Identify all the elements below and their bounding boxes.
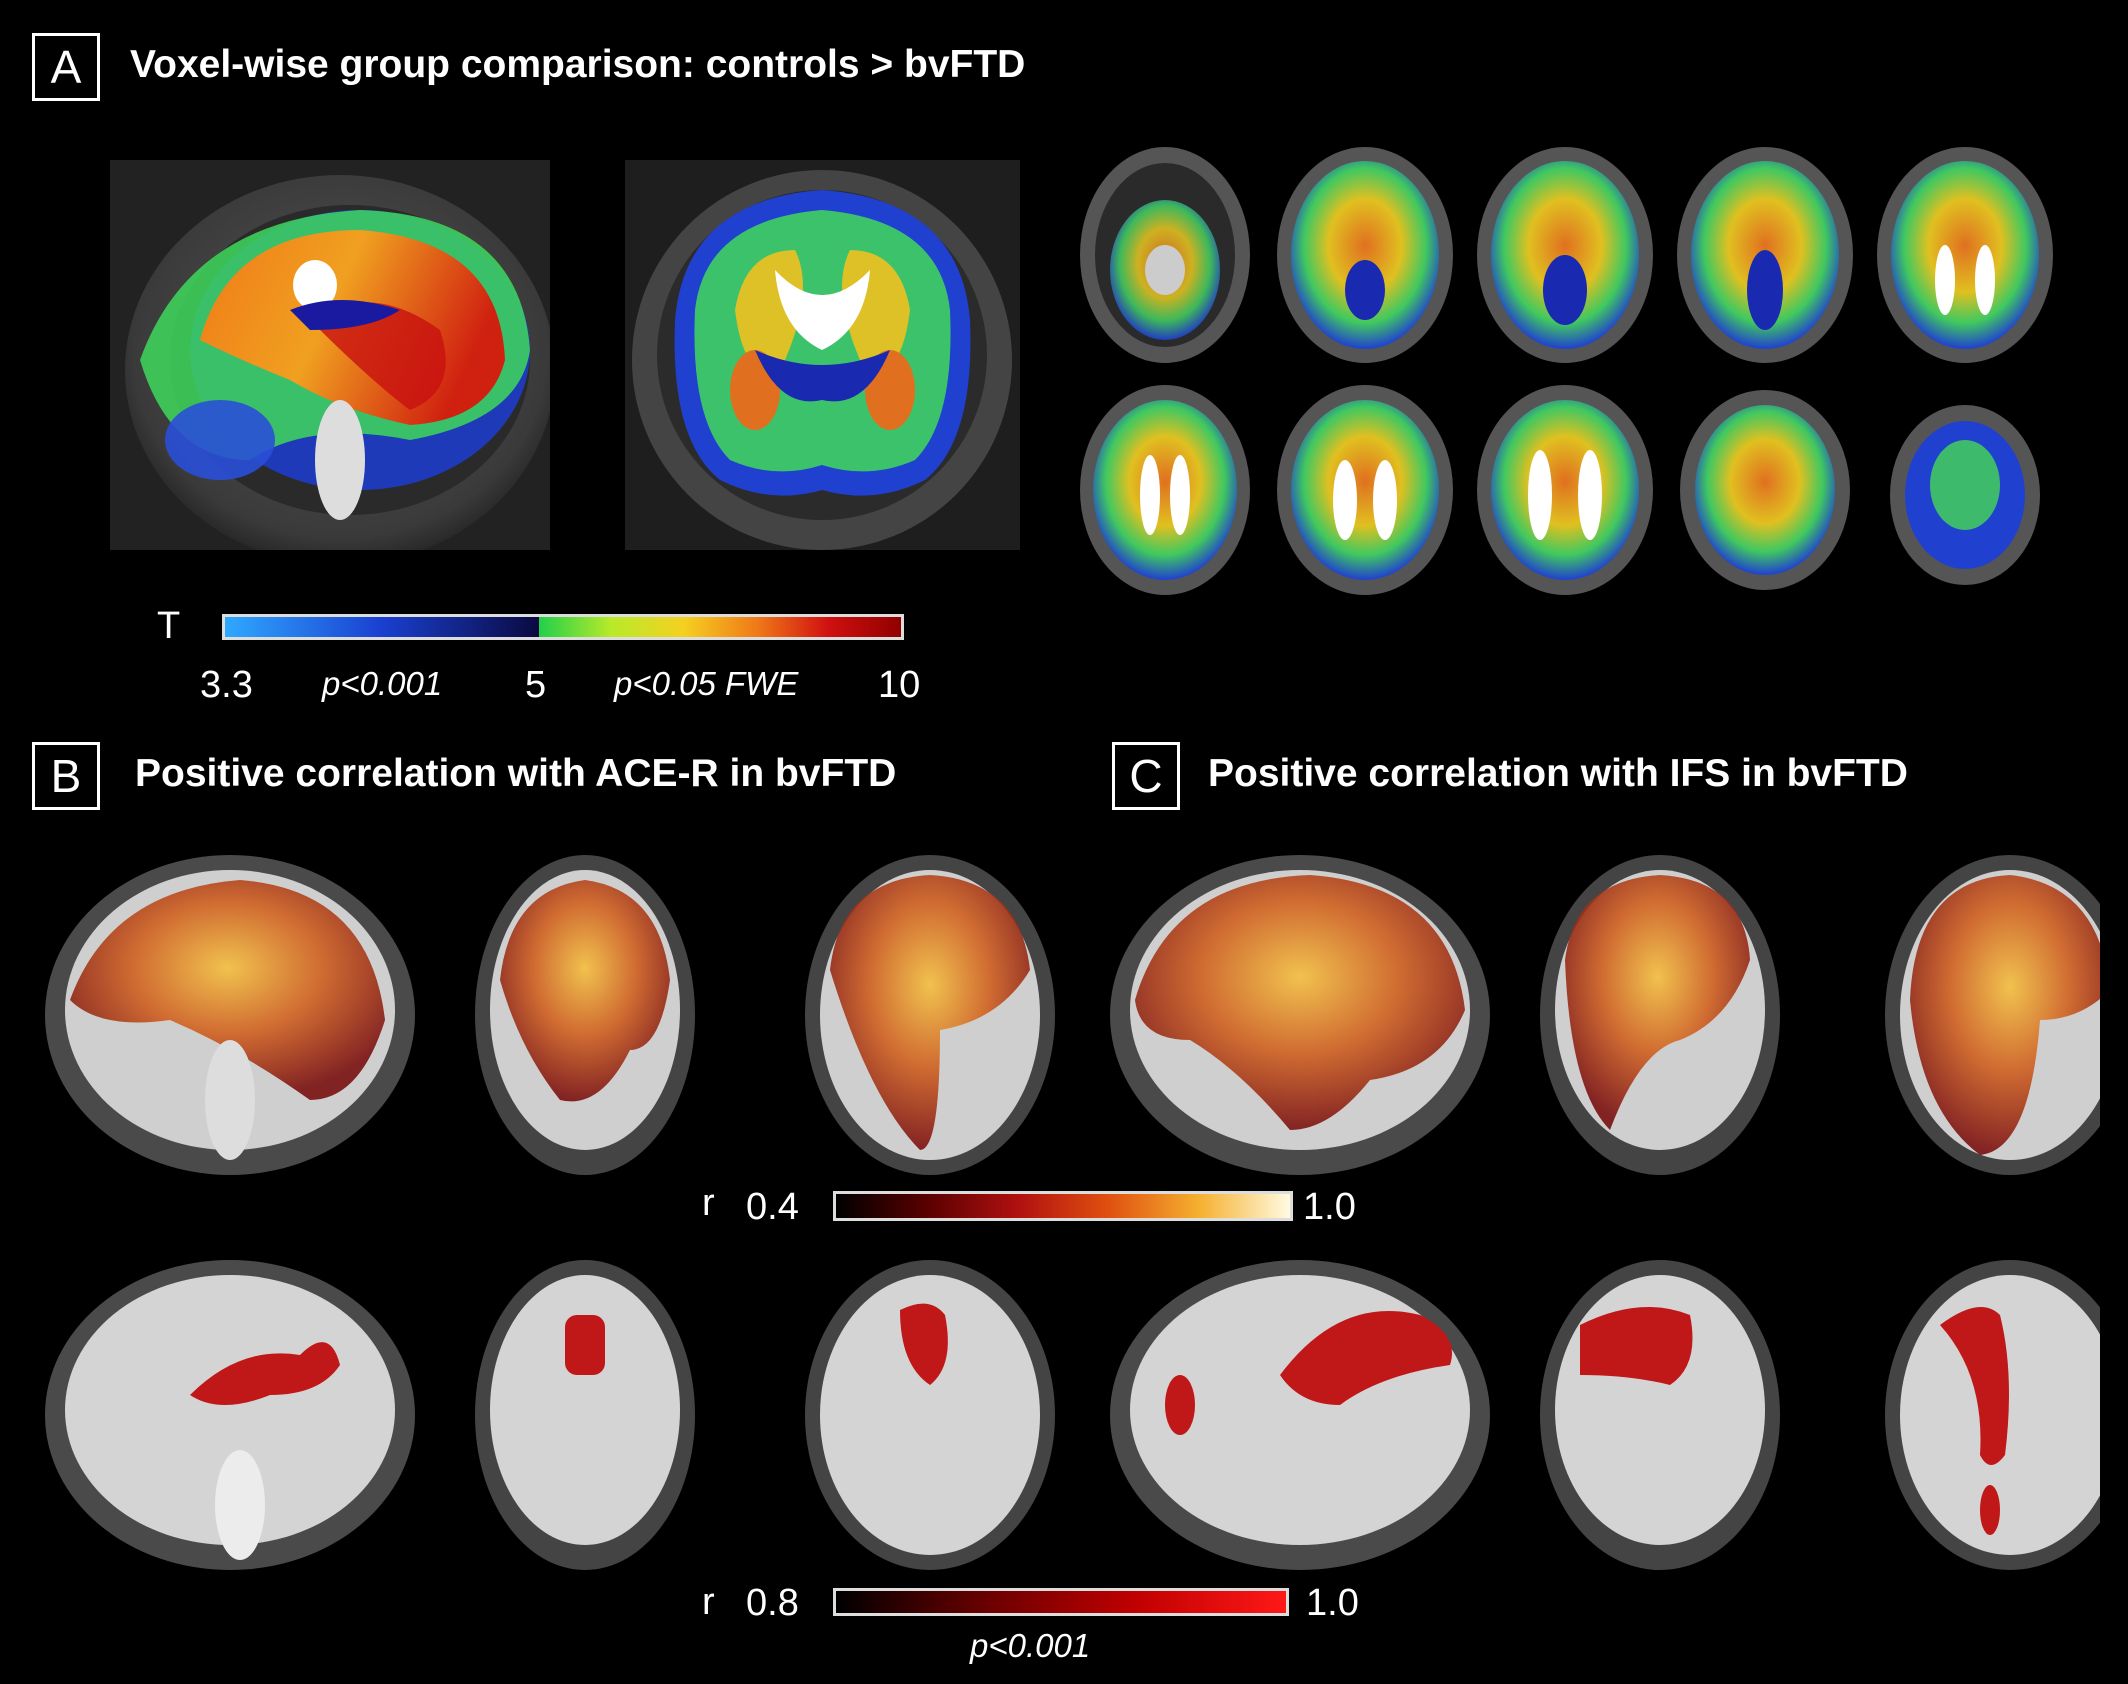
- colorbar-r2: [833, 1588, 1289, 1616]
- colorbar-t: [222, 614, 904, 640]
- colorbar-t-sig-high: p<0.05 FWE: [614, 665, 799, 702]
- colorbar-t-min: 3.3: [200, 664, 253, 706]
- panel-b-title: Positive correlation with ACE-R in bvFTD: [135, 752, 897, 795]
- colorbar-r1: [833, 1191, 1293, 1221]
- colorbar-t-high-segment: [539, 617, 901, 637]
- colorbar-t-sig-low: p<0.001: [322, 665, 443, 702]
- colorbar-r2-max: 1.0: [1306, 1582, 1359, 1624]
- colorbar-r2-label: r: [702, 1581, 715, 1623]
- brain-row1-slices: [40, 850, 2100, 1180]
- colorbar-r2-min: 0.8: [746, 1582, 799, 1624]
- colorbar-r1-label: r: [702, 1182, 715, 1224]
- colorbar-t-mid: 5: [525, 664, 547, 706]
- panel-a-title: Voxel-wise group comparison: controls > …: [130, 43, 1026, 86]
- colorbar-r1-max: 1.0: [1303, 1186, 1356, 1228]
- panel-b-letter: B: [32, 742, 100, 810]
- colorbar-r2-sig: p<0.001: [970, 1627, 1091, 1664]
- colorbar-t-label: T: [157, 605, 181, 647]
- panel-c-letter: C: [1112, 742, 1180, 810]
- panel-a-sagittal-slice: [110, 160, 550, 550]
- panel-a-coronal-slice: [625, 160, 1020, 550]
- colorbar-r1-min: 0.4: [746, 1186, 799, 1228]
- colorbar-t-low-segment: [225, 617, 540, 637]
- panel-c-title: Positive correlation with IFS in bvFTD: [1208, 752, 1908, 795]
- brain-row2-slices: [40, 1255, 2100, 1575]
- colorbar-t-max: 10: [878, 664, 921, 706]
- panel-a-axial-slices: [1075, 140, 2115, 600]
- panel-a-letter: A: [32, 33, 100, 101]
